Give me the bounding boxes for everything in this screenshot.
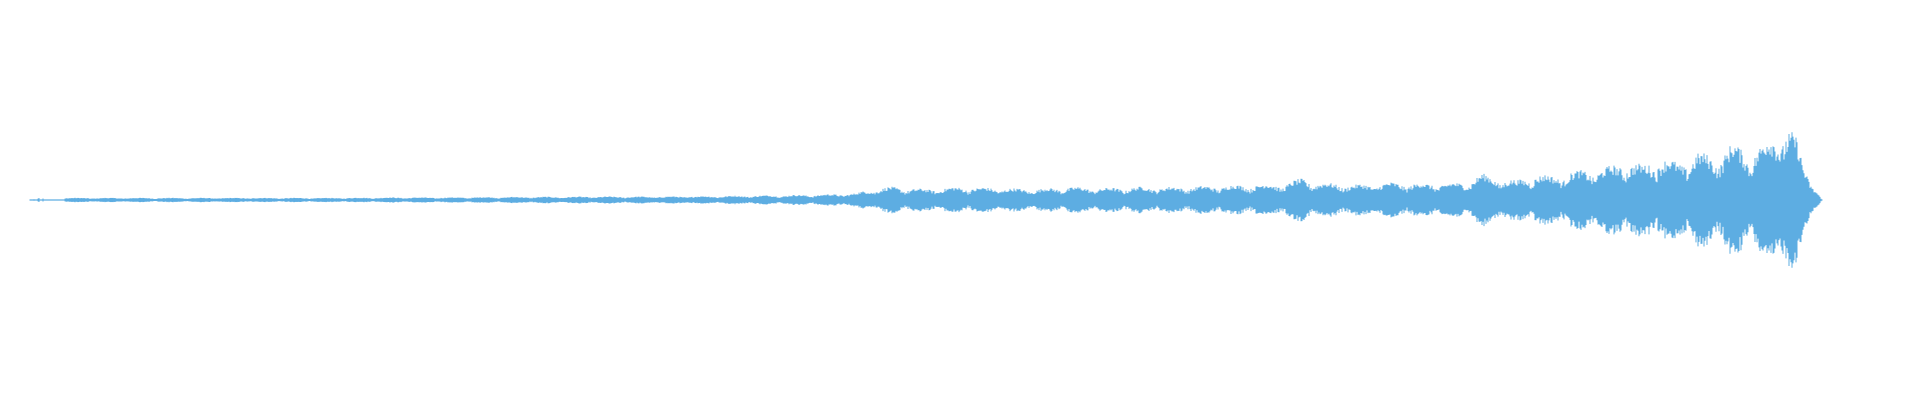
waveform-series	[29, 132, 1823, 268]
